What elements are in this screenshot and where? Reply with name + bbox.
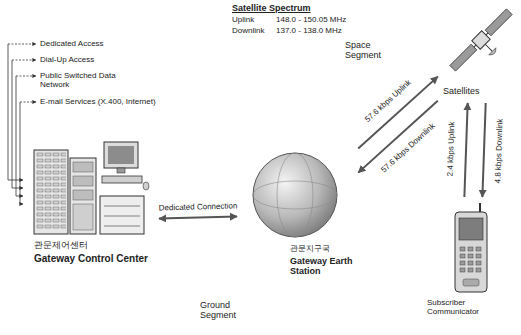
service-label: E-mail Services (X.400, Internet): [40, 97, 156, 106]
satellite: Satellites: [440, 4, 517, 100]
link-arrow: [159, 217, 237, 219]
earth-station: 관문지구국 Gateway Earth Station: [240, 150, 356, 280]
link-label: 57.6 kbps Downlink: [378, 120, 439, 176]
node-title: Subscriber Communicator: [427, 298, 515, 316]
diagram-title: Satellite Spectrum: [232, 3, 311, 13]
node-subtitle: 관문제어센터: [34, 240, 144, 250]
handset-icon: [455, 203, 487, 292]
service-label: Dedicated Access: [40, 39, 104, 48]
segment-label: Ground Segment: [200, 300, 252, 321]
band-name: Downlink: [232, 26, 264, 35]
band-name: Uplink: [232, 15, 254, 24]
link-label: 57.6 kbps Uplink: [361, 77, 414, 126]
node-title: Satellites: [443, 86, 513, 96]
node-subtitle: 관문지구국: [290, 244, 354, 253]
frequency-range: 137.0 - 138.0 MHz: [276, 26, 342, 35]
subscriber-communicator: Subscriber Communicator: [425, 200, 517, 328]
earth-station-dome: [253, 153, 337, 237]
frequency-range: 148.0 - 150.05 MHz: [276, 15, 346, 24]
satellite-icon: [448, 7, 521, 81]
link-arrow: [482, 103, 485, 197]
control-center-equipment: [34, 142, 149, 234]
service-label: Public Switched Data Network: [40, 71, 120, 89]
node-title: Gateway Earth Station: [290, 256, 354, 277]
link-label: Dedicated Connection: [156, 201, 239, 212]
link-label: 2.4 kbps Uplink: [445, 120, 456, 179]
control-center: 관문제어센터 Gateway Control Center: [24, 138, 156, 303]
service-label: Dial-Up Access: [40, 55, 94, 64]
node-title: Gateway Control Center: [34, 253, 149, 265]
access-leaders: [8, 44, 36, 204]
link-label: 4.8 kbps Downlink: [493, 116, 505, 185]
segment-label: Space Segment: [345, 40, 395, 61]
link-arrow: [464, 103, 467, 197]
